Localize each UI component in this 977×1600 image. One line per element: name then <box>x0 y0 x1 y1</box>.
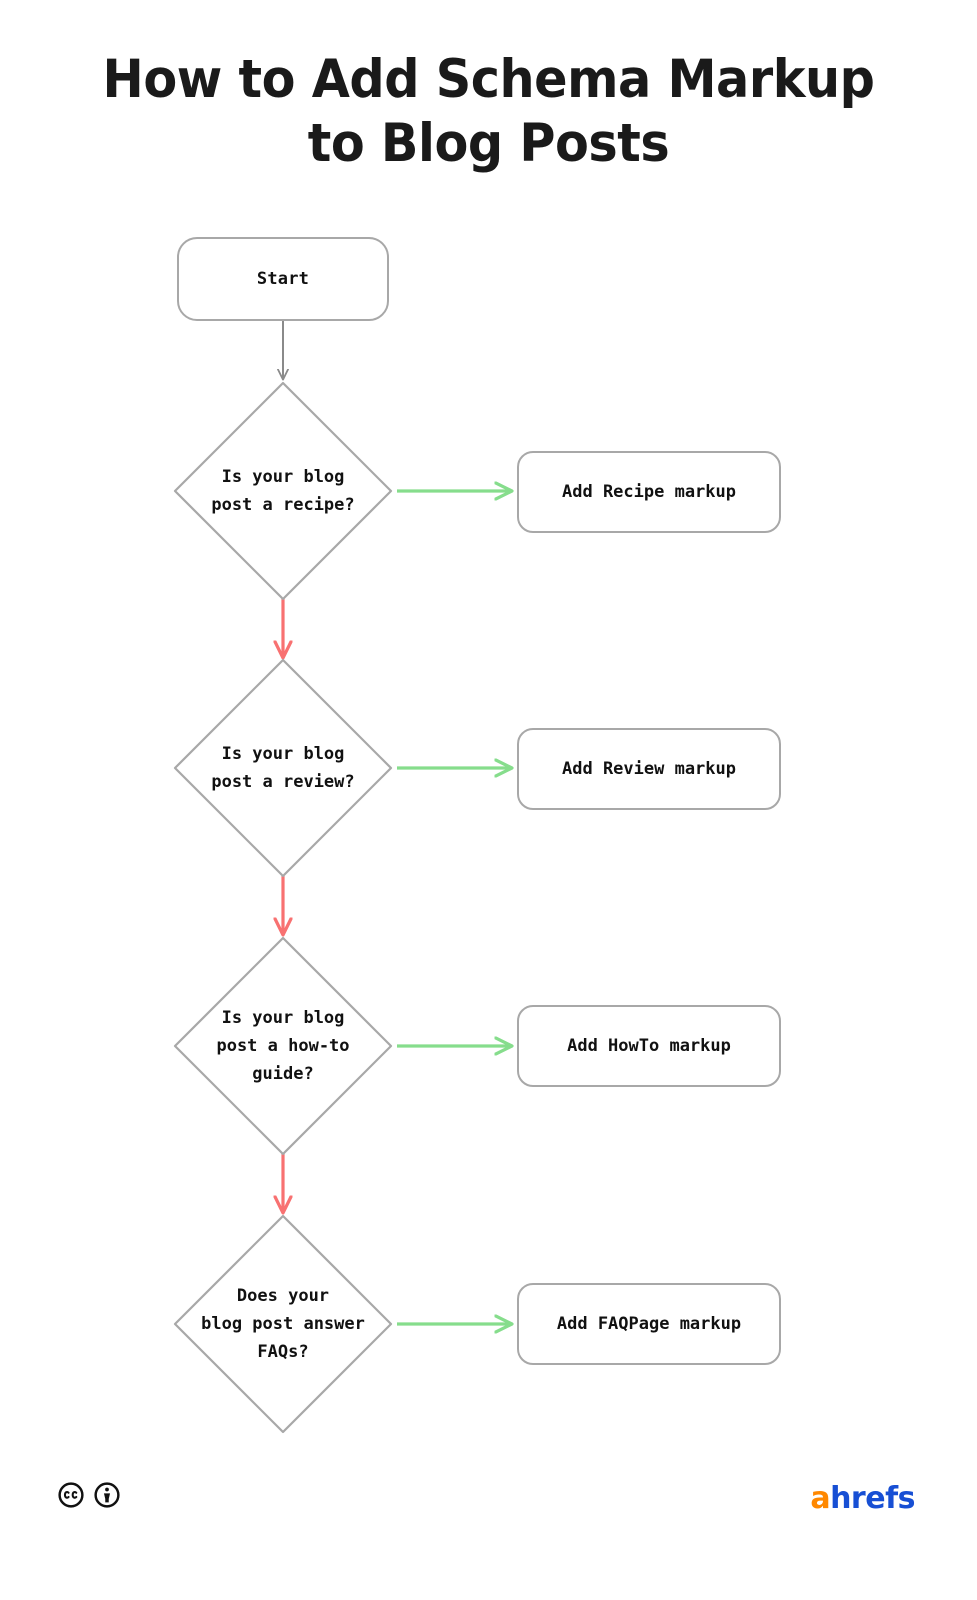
node-decision-howto[interactable]: Is your blog post a how-to guide? <box>216 1008 350 1084</box>
node-decision-faq[interactable]: Does your blog post answer FAQs? <box>201 1286 365 1362</box>
license-badges <box>58 1482 120 1508</box>
node-decision-review[interactable]: Is your blog post a review? <box>211 744 355 792</box>
node-outcome-howto-label: Add HowTo markup <box>567 1036 731 1056</box>
page-title: How to Add Schema Markup to Blog Posts <box>102 49 875 174</box>
node-start-label: Start <box>256 269 310 289</box>
node-outcome-faq-label: Add FAQPage markup <box>556 1314 742 1334</box>
logo-wordmark: hrefs <box>830 1481 915 1516</box>
node-outcome-howto[interactable]: Add HowTo markup <box>517 1005 781 1087</box>
ahrefs-logo: a hrefs <box>810 1481 915 1516</box>
node-outcome-recipe-label: Add Recipe markup <box>562 482 736 502</box>
node-outcome-review-label: Add Review markup <box>562 759 736 779</box>
node-start[interactable]: Start <box>177 237 389 321</box>
node-outcome-review[interactable]: Add Review markup <box>517 728 781 810</box>
creative-commons-icon <box>58 1482 84 1508</box>
node-decision-recipe[interactable]: Is your blog post a recipe? <box>211 467 355 515</box>
node-outcome-faq[interactable]: Add FAQPage markup <box>517 1283 781 1365</box>
logo-accent-letter: a <box>810 1481 831 1516</box>
node-outcome-recipe[interactable]: Add Recipe markup <box>517 451 781 533</box>
attribution-icon <box>94 1482 120 1508</box>
